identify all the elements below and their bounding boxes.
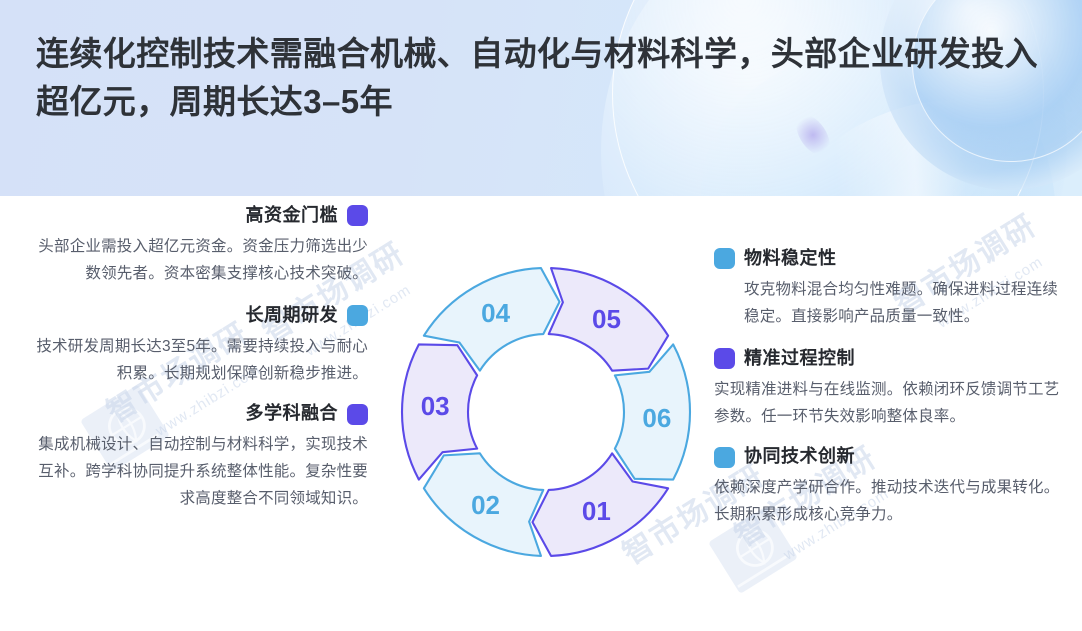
point-header: 协同技术创新 <box>714 446 1066 468</box>
spacer <box>714 434 1066 446</box>
ring-segment-label: 06 <box>642 403 671 433</box>
point-block: 高资金门槛 头部企业需投入超亿元资金。资金压力筛选出少数领先者。资本密集支撑核心… <box>26 205 368 287</box>
point-body: 技术研发周期长达3至5年。需要持续投入与耐心积累。长期规划保障创新稳步推进。 <box>36 337 368 382</box>
point-title: 精准过程控制 <box>744 348 855 369</box>
cycle-ring-diagram: 01 02 03 04 05 06 <box>398 262 694 562</box>
point-title: 协同技术创新 <box>744 446 855 467</box>
ring-segment-label: 04 <box>481 298 510 328</box>
point-block: 物料稳定性 攻克物料混合均匀性难题。确保进料过程连续稳定。直接影响产品质量一致性… <box>714 248 1066 330</box>
marker-cyan-icon <box>714 248 735 270</box>
point-header: 多学科融合 <box>26 403 368 425</box>
point-title: 高资金门槛 <box>245 205 338 225</box>
marker-purple-icon <box>714 348 735 370</box>
ring-segment-06[interactable] <box>613 343 691 481</box>
ring-segment-02[interactable] <box>422 452 545 557</box>
point-title: 物料稳定性 <box>744 248 837 268</box>
ring-segment-04[interactable] <box>422 267 561 372</box>
header-banner: 连续化控制技术需融合机械、自动化与材料科学，头部企业研发投入超亿元，周期长达3–… <box>0 0 1082 196</box>
ring-segment-label: 05 <box>592 304 621 334</box>
right-points-column: 物料稳定性 攻克物料混合均匀性难题。确保进料过程连续稳定。直接影响产品质量一致性… <box>714 248 1066 532</box>
point-block: 长周期研发 技术研发周期长达3至5年。需要持续投入与耐心积累。长期规划保障创新稳… <box>26 305 368 387</box>
point-title: 多学科融合 <box>245 403 338 424</box>
point-header: 物料稳定性 <box>714 248 1066 270</box>
marker-purple-icon <box>347 205 368 227</box>
point-header: 高资金门槛 <box>26 205 368 227</box>
cycle-ring-svg: 01 02 03 04 05 06 <box>401 267 691 557</box>
point-block: 多学科融合 集成机械设计、自动控制与材料科学，实现技术互补。跨学科协同提升系统整… <box>26 403 368 512</box>
point-body: 实现精准进料与在线监测。依赖闭环反馈调节工艺参数。任一环节失效影响整体良率。 <box>714 380 1060 425</box>
point-title: 长周期研发 <box>245 305 338 326</box>
point-body: 头部企业需投入超亿元资金。资金压力筛选出少数领先者。资本密集支撑核心技术突破。 <box>38 237 368 282</box>
point-block: 精准过程控制 实现精准进料与在线监测。依赖闭环反馈调节工艺参数。任一环节失效影响… <box>714 348 1066 430</box>
spacer <box>26 291 368 305</box>
left-points-column: 高资金门槛 头部企业需投入超亿元资金。资金压力筛选出少数领先者。资本密集支撑核心… <box>26 205 368 517</box>
point-body: 集成机械设计、自动控制与材料科学，实现技术互补。跨学科协同提升系统整体性能。复杂… <box>38 435 368 508</box>
ring-segment-03[interactable] <box>401 343 479 481</box>
point-body: 攻克物料混合均匀性难题。确保进料过程连续稳定。直接影响产品质量一致性。 <box>744 280 1059 325</box>
ring-segment-label: 03 <box>421 391 450 421</box>
point-block: 协同技术创新 依赖深度产学研合作。推动技术迭代与成果转化。长期积累形成核心竞争力… <box>714 446 1066 528</box>
ring-segment-01[interactable] <box>531 452 670 557</box>
point-body: 依赖深度产学研合作。推动技术迭代与成果转化。长期积累形成核心竞争力。 <box>714 478 1060 524</box>
ring-segment-label: 01 <box>582 496 611 526</box>
point-header: 精准过程控制 <box>714 348 1066 370</box>
marker-cyan-icon <box>714 446 735 468</box>
spacer <box>26 391 368 403</box>
point-header: 长周期研发 <box>26 305 368 327</box>
ring-segment-label: 02 <box>471 490 500 520</box>
marker-cyan-icon <box>347 305 368 327</box>
ring-segment-05[interactable] <box>547 267 670 372</box>
marker-purple-icon <box>347 403 368 425</box>
spacer <box>714 334 1066 348</box>
page-title: 连续化控制技术需融合机械、自动化与材料科学，头部企业研发投入超亿元，周期长达3–… <box>36 35 1038 121</box>
